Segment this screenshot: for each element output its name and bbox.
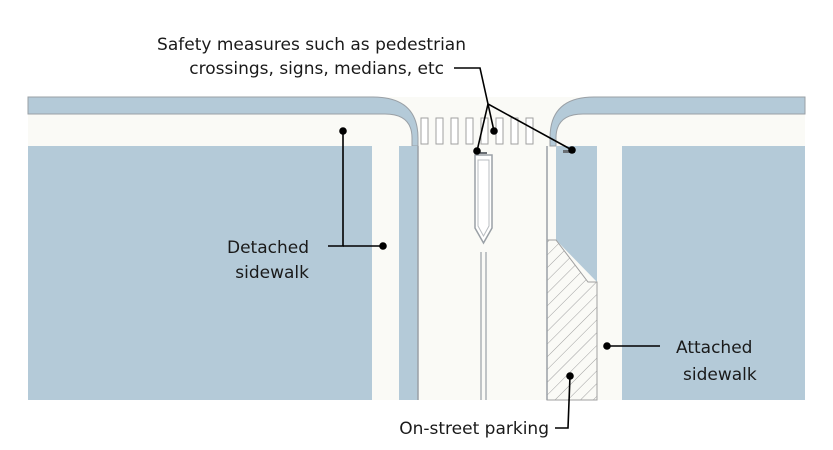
- leader-safety-crosswalk: [487, 103, 495, 132]
- median-inner: [477, 159, 490, 238]
- safety-label-line1: Safety measures such as pedestrian: [157, 35, 466, 55]
- leader-safety-median: [476, 103, 489, 152]
- attached-label-line1: Attached: [676, 338, 752, 358]
- dot-median: [473, 147, 481, 155]
- dot-detached-walk: [379, 242, 387, 250]
- crosswalk: [420, 117, 534, 145]
- attached-label-line2: sidewalk: [683, 365, 757, 385]
- parking-label: On-street parking: [399, 419, 549, 439]
- detached-label-line2: sidewalk: [235, 263, 309, 283]
- left-block: [28, 146, 372, 400]
- leader-safety: [454, 67, 573, 151]
- leader-dots: [339, 127, 611, 380]
- right-top-strip: [549, 96, 806, 147]
- leader-lines: [328, 67, 660, 429]
- dot-attached: [603, 342, 611, 350]
- dot-corner: [568, 146, 576, 154]
- safety-label-line2: crossings, signs, medians, etc: [189, 59, 444, 79]
- right-planting-strip: [556, 146, 597, 282]
- dot-crosswalk: [490, 127, 498, 135]
- dot-detached-top: [339, 127, 347, 135]
- leader-parking: [555, 375, 571, 429]
- right-block: [622, 146, 805, 400]
- median-sign-icon: [480, 152, 487, 154]
- detached-label-line1: Detached: [227, 238, 309, 258]
- dot-parking: [566, 372, 574, 380]
- median: [474, 154, 493, 245]
- left-planting-strip: [399, 146, 418, 400]
